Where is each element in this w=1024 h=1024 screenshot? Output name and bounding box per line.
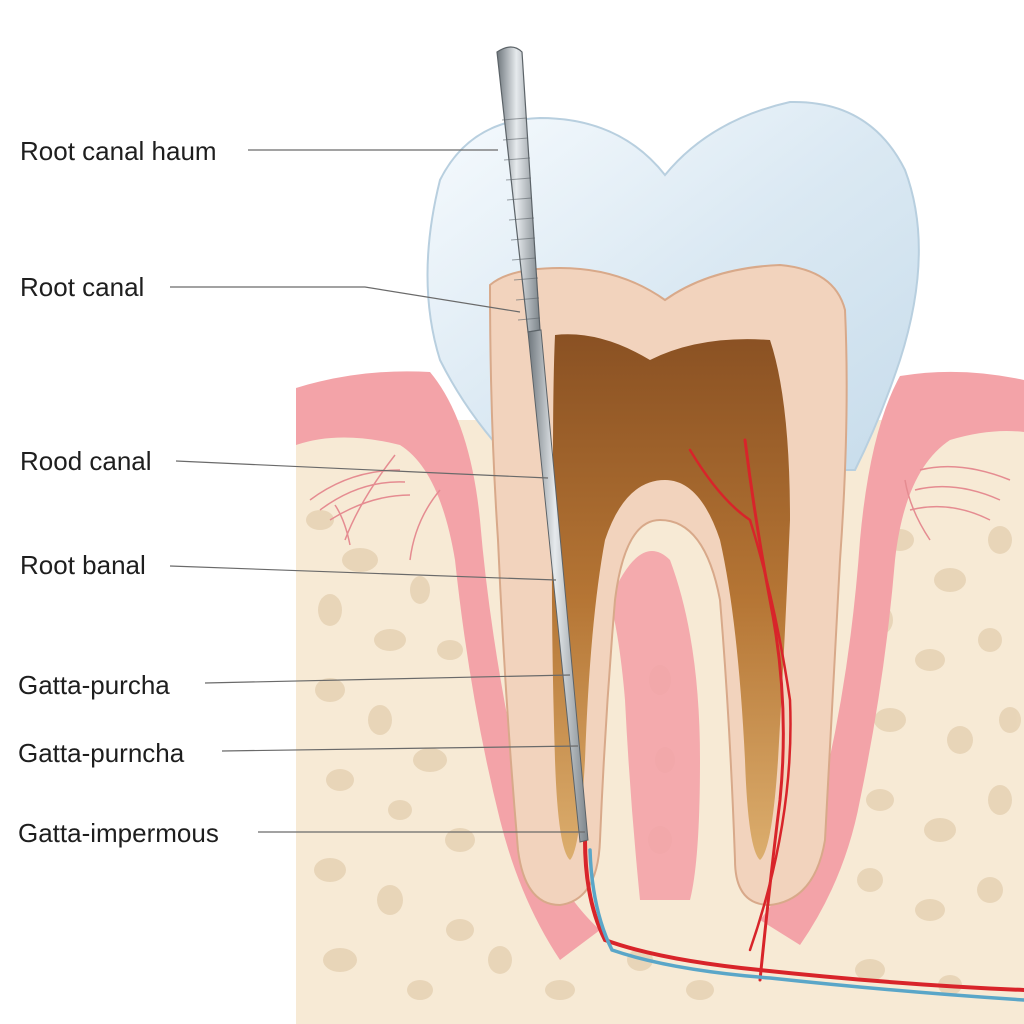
leader-line-3 <box>175 460 549 479</box>
label-1: Root canal haum <box>20 136 217 166</box>
label-7: Gatta-impermous <box>18 818 219 848</box>
gum-inner <box>610 551 700 900</box>
label-4: Root banal <box>20 550 146 580</box>
leader-line-5 <box>204 674 571 684</box>
leader-lines <box>169 149 585 833</box>
endodontic-file-instrument <box>496 46 589 843</box>
label-5: Gatta-purcha <box>18 670 170 700</box>
leader-line-4 <box>169 565 557 581</box>
leader-line-2 <box>170 286 521 313</box>
label-6: Gatta-purncha <box>18 738 185 768</box>
leader-line-6 <box>221 745 579 752</box>
label-2: Root canal <box>20 272 145 302</box>
label-3: Rood canal <box>20 446 152 476</box>
instrument-threads <box>501 117 541 321</box>
nerve-vessels <box>583 438 1024 1002</box>
pulp-chamber <box>551 334 790 860</box>
periodontal-fibers-right <box>904 465 1011 541</box>
